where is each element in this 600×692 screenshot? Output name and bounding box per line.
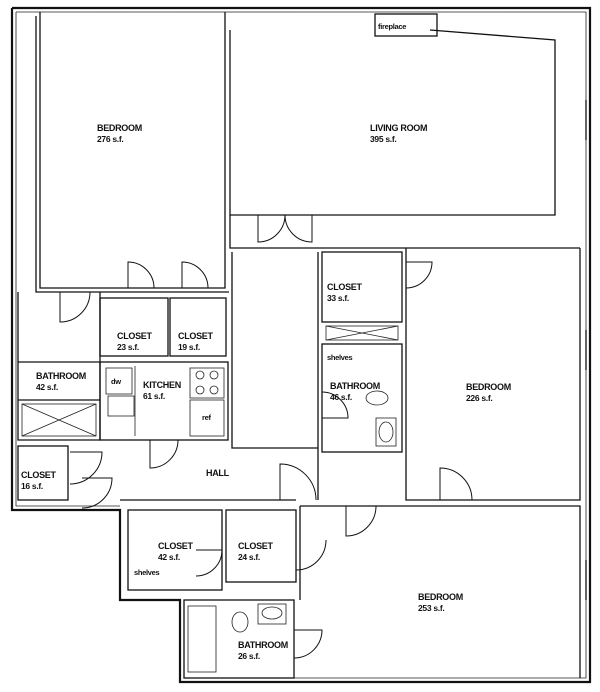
closet-f-name: CLOSET bbox=[238, 541, 274, 551]
closet-a-name: CLOSET bbox=[117, 331, 153, 341]
bedroom-nw-name: BEDROOM bbox=[97, 123, 142, 133]
closet-d-area: 16 s.f. bbox=[21, 481, 43, 491]
shelves-label-closet: shelves bbox=[134, 568, 160, 577]
bathroom-s-name: BATHROOM bbox=[238, 640, 288, 650]
bedroom-e-name: BEDROOM bbox=[466, 382, 511, 392]
bathroom-mid-name: BATHROOM bbox=[330, 381, 380, 391]
fireplace-label: fireplace bbox=[378, 22, 406, 31]
exterior-walls bbox=[10, 6, 592, 684]
living-room-name: LIVING ROOM bbox=[370, 123, 427, 133]
interior-walls bbox=[17, 12, 581, 679]
closet-d-name: CLOSET bbox=[21, 470, 57, 480]
closet-c-area: 33 s.f. bbox=[327, 293, 349, 303]
living-room-area: 395 s.f. bbox=[370, 134, 396, 144]
closet-e-area: 42 s.f. bbox=[158, 552, 180, 562]
closet-e-name: CLOSET bbox=[158, 541, 194, 551]
closet-a-area: 23 s.f. bbox=[117, 342, 139, 352]
bathroom-w-name: BATHROOM bbox=[36, 371, 86, 381]
closet-b-name: CLOSET bbox=[178, 331, 214, 341]
closet-b-area: 19 s.f. bbox=[178, 342, 200, 352]
bedroom-se-area: 253 s.f. bbox=[418, 603, 444, 613]
bedroom-nw-area: 276 s.f. bbox=[97, 134, 123, 144]
kitchen-name: KITCHEN bbox=[143, 380, 181, 390]
doors bbox=[59, 214, 473, 659]
fireplace-outline bbox=[374, 13, 438, 37]
dishwasher-label: dw bbox=[111, 377, 121, 386]
bathroom-w-area: 42 s.f. bbox=[36, 382, 58, 392]
refrigerator-label: ref bbox=[202, 413, 211, 422]
bedroom-se-name: BEDROOM bbox=[418, 592, 463, 602]
bathroom-mid-area: 46 s.f. bbox=[330, 392, 352, 402]
closet-f-area: 24 s.f. bbox=[238, 552, 260, 562]
closet-c-name: CLOSET bbox=[327, 282, 363, 292]
bathroom-s-area: 26 s.f. bbox=[238, 651, 260, 661]
hall-name: HALL bbox=[206, 468, 230, 478]
bedroom-e-area: 226 s.f. bbox=[466, 393, 492, 403]
kitchen-area: 61 s.f. bbox=[143, 391, 165, 401]
shelves-label-bath: shelves bbox=[327, 353, 353, 362]
